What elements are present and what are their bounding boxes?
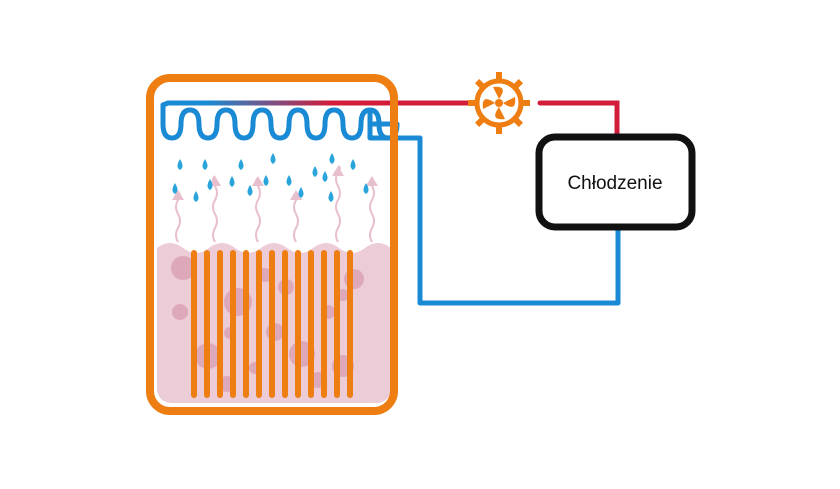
condensation-droplet-icon <box>312 166 318 177</box>
condensation-droplet-icon <box>172 183 178 194</box>
condensation-droplet-icon <box>207 179 213 190</box>
bubble-icon <box>172 304 188 320</box>
immersion-tank <box>146 74 398 415</box>
cooling-unit-label: Chłodzenie <box>567 173 662 194</box>
condensation-droplet-icon <box>229 176 235 187</box>
vapor-arrow-icon <box>172 190 184 243</box>
bubble-icon <box>171 256 195 280</box>
vapor-arrow-icon <box>252 176 264 243</box>
condensation-droplet-icon <box>270 153 276 164</box>
condensation-droplet-icon <box>298 187 304 198</box>
condensation-droplet-icon <box>350 159 356 170</box>
condensation-droplet-icon <box>328 191 334 202</box>
condensation-droplet-icon <box>329 153 335 164</box>
condensation-droplet-icon <box>202 159 208 170</box>
condensation-droplet-icon <box>238 159 244 170</box>
vapor-arrows <box>172 165 378 243</box>
cooling-unit-box <box>535 133 696 231</box>
hot-pipe <box>160 100 620 140</box>
condensation-droplet-icon <box>193 191 199 202</box>
condensation-droplet-icon <box>263 175 269 186</box>
vapor-arrow-icon <box>366 176 378 243</box>
condenser-coil <box>160 102 621 306</box>
condensation-droplet-icon <box>322 171 328 182</box>
condensation-droplets <box>172 153 369 202</box>
condensation-droplet-icon <box>247 185 253 196</box>
vapor-arrow-icon <box>290 190 302 243</box>
vapor-arrow-icon <box>332 165 344 243</box>
pump-icon[interactable] <box>468 72 530 134</box>
heater-rods <box>191 250 353 398</box>
cooling-unit: Chłodzenie <box>535 133 696 231</box>
condensation-droplet-icon <box>177 159 183 170</box>
condensation-droplet-icon <box>286 175 292 186</box>
condensation-droplet-icon <box>363 183 369 194</box>
